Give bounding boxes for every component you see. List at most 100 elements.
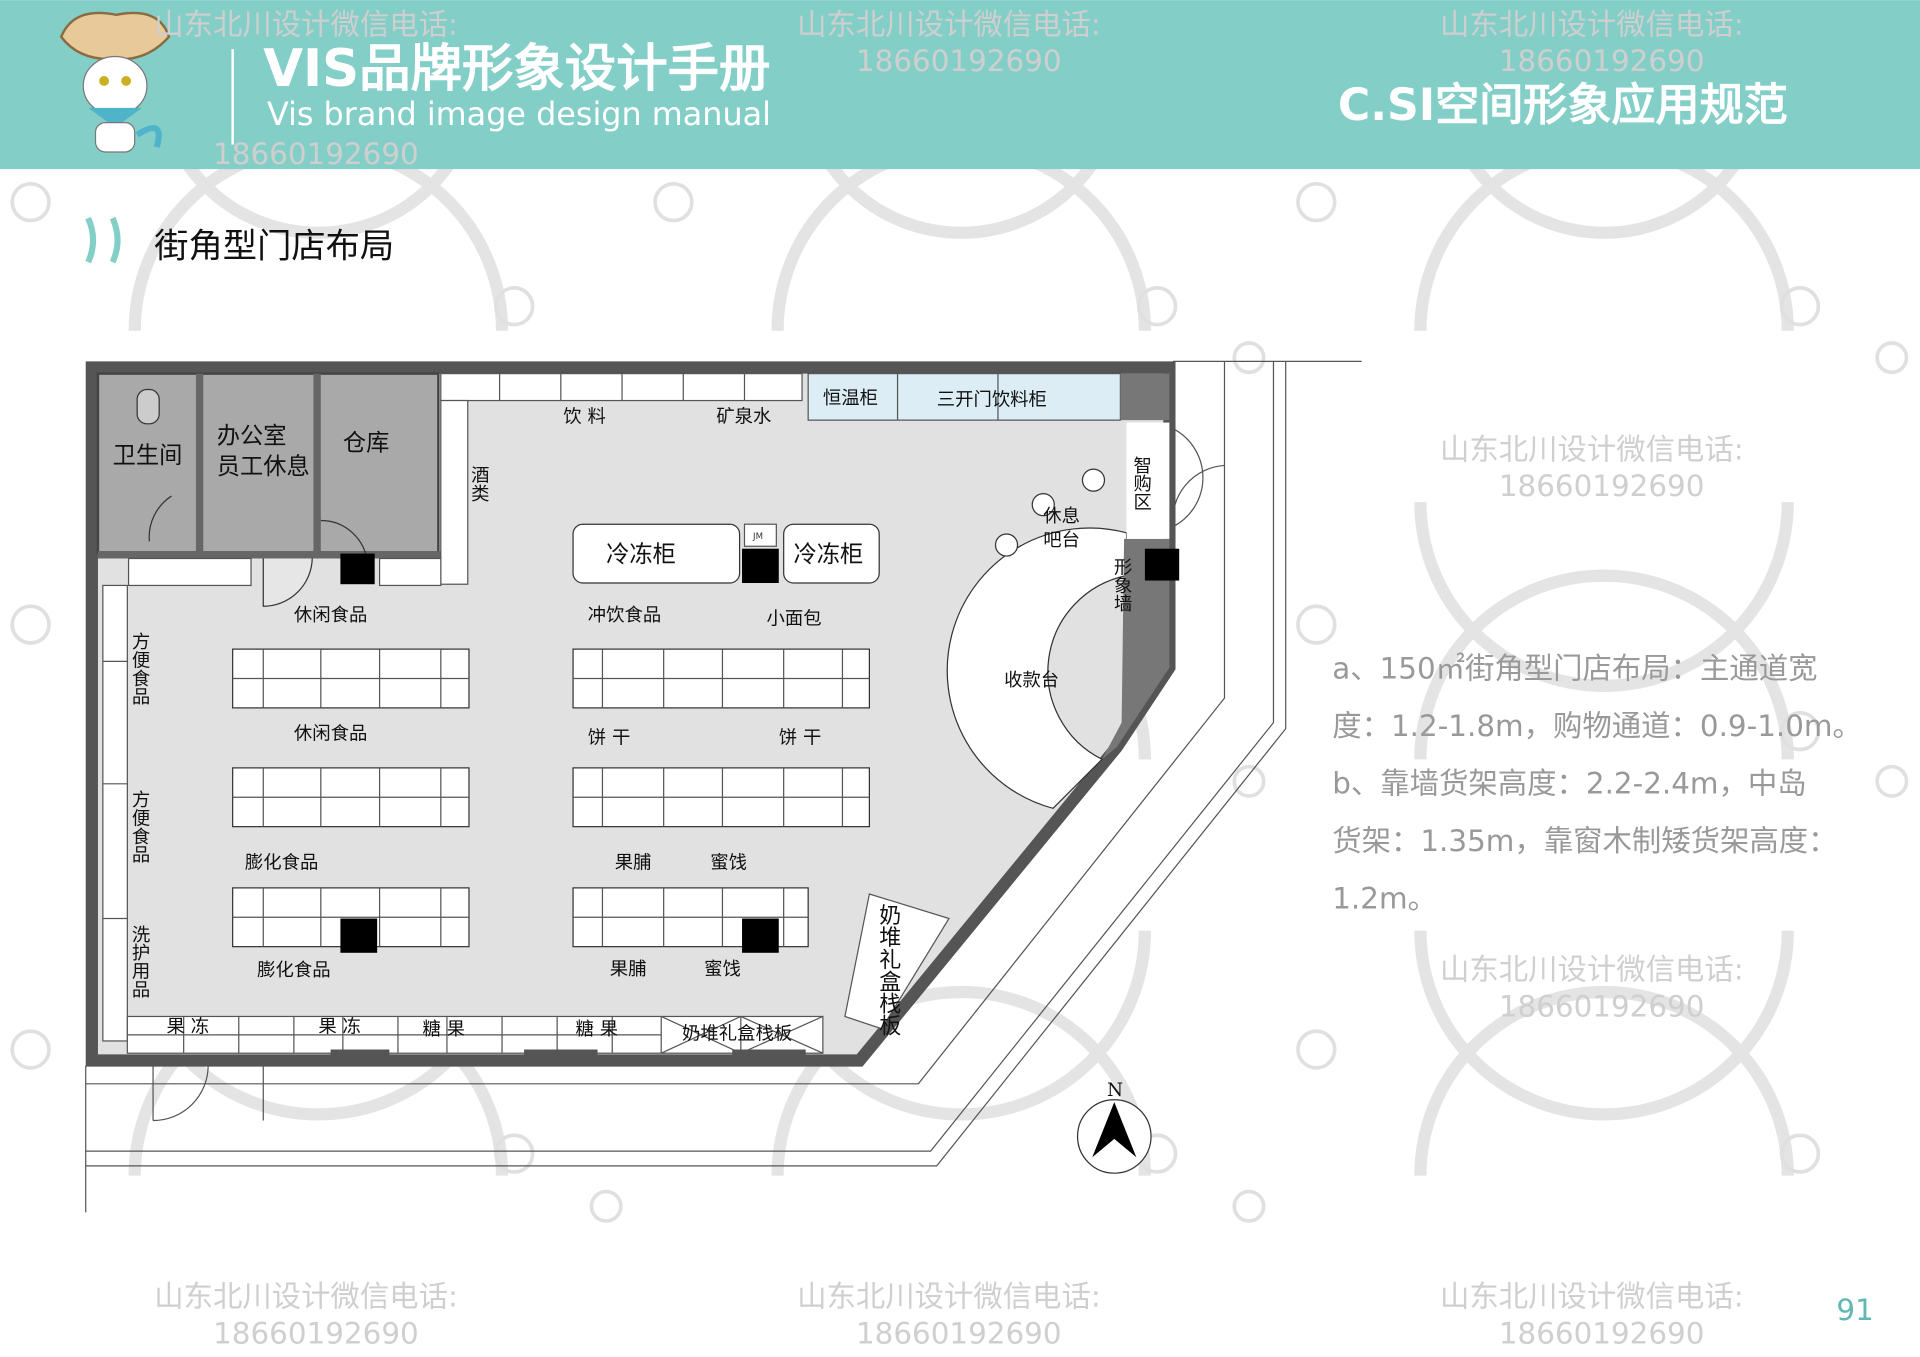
plan-shape [85, 361, 1226, 1085]
plan-label: 蜜饯 [704, 959, 741, 980]
plan-label: 果脯 [610, 959, 647, 980]
plan-shape [1031, 492, 1055, 517]
plan-shape [783, 523, 880, 584]
plan-shape [85, 361, 1275, 1152]
plan-shape [102, 584, 128, 1042]
plan-shape [102, 660, 128, 920]
plan-label: 果 冻 [318, 1016, 361, 1037]
plan-label: 收款台 [1004, 670, 1059, 691]
plan-label: 蜜饯 [710, 852, 747, 873]
plan-label: 18660192690 [213, 1316, 419, 1350]
plan-label: 吧台 [1043, 530, 1080, 551]
plan-label: 山东北川设计微信电话: [154, 1280, 458, 1314]
plan-shape [440, 399, 469, 585]
plan-label: 货架：1.35m，靠窗木制矮货架高度： [1332, 824, 1837, 858]
plan-label: 方便食品 [129, 632, 150, 705]
plan-shape [1136, 286, 1178, 327]
plan-shape [1875, 341, 1909, 375]
plan-shape [1296, 1029, 1337, 1070]
plan-shape [896, 373, 999, 421]
plan-label: 仓库 [343, 430, 390, 457]
plan-label: N [1107, 1080, 1123, 1101]
plan-label: 18660192690 [1499, 469, 1705, 503]
plan-label: 洗护用品 [129, 925, 150, 998]
plan-label: 饮 料 [563, 407, 606, 428]
plan-label: 山东北川设计微信电话: [797, 7, 1101, 41]
plan-label: 饼 干 [588, 727, 631, 748]
plan-shape [148, 495, 172, 542]
mascot-logo [59, 11, 171, 153]
plan-shape [85, 360, 1362, 1213]
plan-label: 18660192690 [1499, 1316, 1705, 1350]
header-title: VIS品牌形象设计手册 [263, 39, 770, 99]
plan-label: JM [752, 532, 763, 542]
page-title: 街角型门店布局 [154, 226, 394, 266]
plan-label: 冷冻柜 [793, 541, 863, 568]
plan-label: 糖 果 [422, 1019, 465, 1040]
plan-label: 山东北川设计微信电话: [797, 1280, 1101, 1314]
plan-label: 酒类 [468, 465, 489, 502]
plan-shape [1092, 1102, 1137, 1158]
plan-shape [1232, 764, 1266, 798]
plan-shape [1232, 341, 1266, 375]
plan-label: 18660192690 [1499, 989, 1705, 1023]
plan-shape [10, 604, 51, 645]
milk-gift-pallet-label: 奶堆礼盒栈板 [875, 904, 901, 1037]
plan-label: 膨化食品 [245, 852, 318, 873]
plan-shape [742, 548, 779, 583]
plan-shape [1172, 428, 1225, 528]
plan-shape [498, 373, 746, 401]
plan-label: 糖 果 [576, 1019, 619, 1040]
plan-labels: 卫生间 办公室 员工休息 仓库 饮 料 矿泉水 恒温柜 三开门饮料柜 酒类 智购… [113, 388, 1152, 1101]
plan-label: 恒温柜 [823, 388, 878, 409]
plan-shape [1414, 985, 1794, 1176]
plan-shape [59, 11, 171, 61]
plan-shape [1126, 422, 1170, 539]
plan-shape [127, 1016, 742, 1054]
plan-label: a、150㎡街角型门店布局：主通道宽 [1332, 652, 1817, 686]
plan-label: 果脯 [615, 852, 652, 873]
plan-label: 矿泉水 [716, 407, 771, 428]
plan-shape [1779, 1133, 1821, 1174]
plan-shape [994, 533, 1019, 557]
fridge-cabinets [807, 372, 1122, 421]
plan-shape [1779, 286, 1821, 327]
plan-shape [653, 181, 694, 223]
header-subtitle: Vis brand image design manual [267, 95, 771, 133]
plan-label: 膨化食品 [257, 960, 330, 981]
plan-shape [85, 361, 1287, 1167]
plan-shape [127, 557, 252, 587]
north-compass-icon [1076, 1099, 1152, 1174]
plan-label: 18660192690 [856, 1316, 1062, 1350]
plan-shape [494, 286, 535, 327]
plan-label: 山东北川设计微信电话: [1440, 953, 1744, 987]
plan-label: 休闲食品 [294, 605, 367, 626]
plan-label: 冷冻柜 [606, 541, 676, 568]
plan-shape [85, 216, 97, 264]
plan-shape [1414, 569, 1794, 760]
plan-shape [589, 1189, 623, 1223]
plan-shape [1296, 604, 1337, 645]
plan-shape [1414, 930, 1794, 1121]
plan-shape [340, 918, 378, 953]
plan-label: 饼 干 [779, 727, 822, 748]
page-number: 91 [1836, 1293, 1873, 1327]
plan-shape [10, 181, 51, 223]
plan-shape [844, 893, 950, 1030]
watermark-text: 山东北川设计微信电话:18660192690 山东北川设计微信电话:186601… [154, 7, 1743, 1350]
plan-shape [1144, 548, 1180, 581]
section-chevrons-icon [85, 216, 121, 264]
plan-label: 智购区 [1131, 456, 1152, 511]
plan-label: 18660192690 [1499, 44, 1705, 78]
plan-shape [94, 121, 136, 153]
plan-label: 山东北川设计微信电话: [1440, 432, 1744, 466]
plan-shape [1081, 468, 1106, 492]
plan-label: 卫生间 [113, 442, 183, 469]
plan-label: 果 冻 [167, 1016, 210, 1037]
floor-plan: 卫生间 办公室 员工休息 仓库 饮 料 矿泉水 恒温柜 三开门饮料柜 酒类 智购… [85, 360, 1362, 1213]
plan-label: 度：1.2-1.8m，购物通道：0.9-1.0m。 [1332, 709, 1862, 743]
toilet-icon [136, 388, 160, 425]
plan-label: 休闲食品 [294, 724, 367, 745]
plan-label: 山东北川设计微信电话: [1440, 7, 1744, 41]
plan-label: b、靠墙货架高度：2.2-2.4m，中岛 [1332, 767, 1806, 801]
